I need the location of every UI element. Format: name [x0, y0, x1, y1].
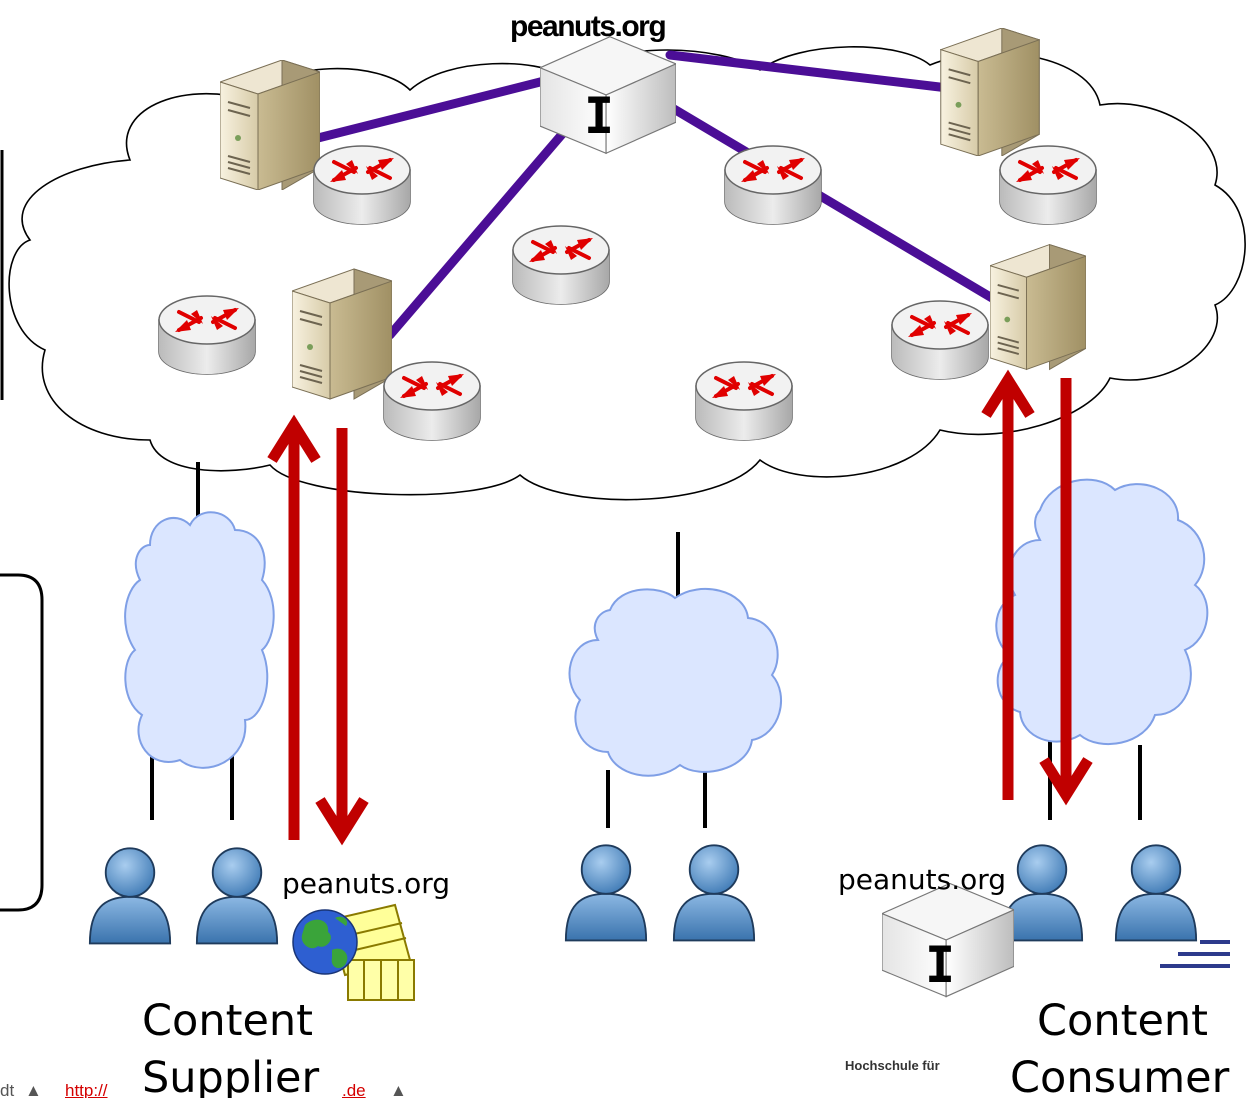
- router-icon: [998, 144, 1098, 226]
- top-server-label: peanuts.org: [510, 10, 665, 43]
- footer-separator-icon: ▲: [25, 1081, 42, 1098]
- router-icon: [382, 360, 482, 442]
- router-icon: [312, 144, 412, 226]
- content-supplier-line2: Supplier: [142, 1053, 319, 1098]
- content-consumer-line2: Consumer: [1010, 1053, 1230, 1098]
- user-icon: [88, 847, 172, 945]
- footer-link-start[interactable]: http://: [65, 1081, 108, 1098]
- server-icon: [990, 243, 1086, 371]
- router-icon: [723, 144, 823, 226]
- footer-separator-icon: ▲: [390, 1081, 407, 1098]
- access-cloud-left: [124, 511, 275, 769]
- supplier-domain-label: peanuts.org: [282, 867, 450, 900]
- institution-logo-icon: [1160, 940, 1230, 968]
- content-supplier-line1: Content: [142, 996, 313, 1046]
- footer-institution: Hochschule für: [845, 1058, 940, 1073]
- user-icon: [672, 844, 756, 942]
- router-icon: [157, 294, 257, 376]
- footer-left-fragment: dt: [0, 1081, 14, 1098]
- router-icon: [890, 299, 990, 381]
- globe-film-icon: [292, 903, 415, 1001]
- server-icon: [940, 28, 1040, 156]
- server-icon: [220, 60, 320, 190]
- user-icon: [195, 847, 279, 945]
- user-icon: [1114, 844, 1198, 942]
- request-arrows: [267, 369, 1093, 846]
- footer-link-end[interactable]: .de: [342, 1081, 366, 1098]
- access-cloud-middle: [568, 587, 782, 777]
- server-icon: [292, 268, 392, 400]
- cache-letter-bottom: I: [925, 936, 955, 994]
- user-icon: [564, 844, 648, 942]
- router-icon: [694, 360, 794, 442]
- consumer-domain-label: peanuts.org: [838, 863, 1006, 896]
- access-cloud-right: [995, 478, 1209, 746]
- content-consumer-line1: Content: [1037, 996, 1208, 1046]
- cache-letter-top: I: [584, 87, 614, 145]
- router-icon: [511, 224, 611, 306]
- side-frame-left: [0, 573, 44, 912]
